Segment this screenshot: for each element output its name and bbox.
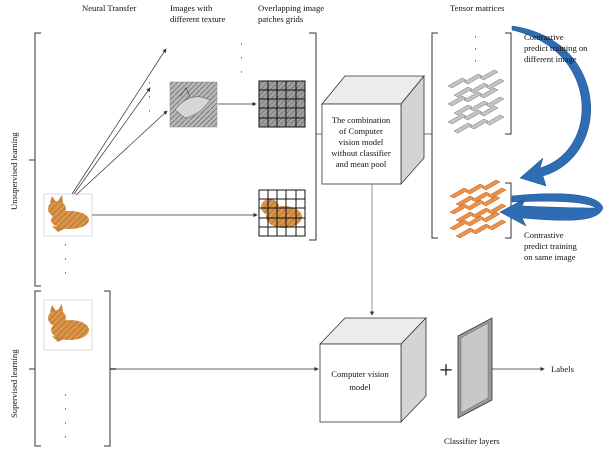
dots-neural-2: · <box>148 92 151 102</box>
header-texture-line1: Images with <box>170 3 213 13</box>
dots-tensor-3: · <box>474 56 477 66</box>
blue-arrow-curve <box>511 25 591 187</box>
contrastive-different-line1: Contrastive <box>524 32 564 42</box>
cube-computer-vision-model <box>319 317 427 423</box>
tensor-segment <box>449 203 469 215</box>
dots-neural-1: · <box>148 78 151 88</box>
tensor-segment <box>465 183 485 195</box>
tensor-segment <box>481 195 501 207</box>
classifier-layer <box>457 317 493 419</box>
tensor-segment <box>465 215 485 227</box>
tensor-segment <box>455 227 475 239</box>
tensor-segment <box>479 69 499 81</box>
cube-top-line5: and mean pool <box>336 159 387 169</box>
cube-top-line1: The combination <box>332 115 391 125</box>
dots-grid-1: · <box>240 39 243 49</box>
tensor-segment <box>455 211 475 223</box>
tensor-segment <box>463 91 483 103</box>
tensor-segment <box>471 223 491 235</box>
contrastive-same-line3: on same image <box>524 252 576 262</box>
tensor-segment <box>471 191 491 203</box>
arrow-cat-to-mid <box>73 87 151 195</box>
tensor-segment <box>479 105 499 117</box>
tensor-segment <box>455 195 475 207</box>
cube-top-line3: vision model <box>339 137 384 147</box>
tensor-segment <box>487 187 507 199</box>
contrastive-different-line3: different image <box>524 54 577 64</box>
tensor-segment <box>447 77 467 89</box>
tensor-segment <box>453 122 473 134</box>
tensor-segment <box>485 114 505 126</box>
contrastive-different-line2: predict training on <box>524 43 588 53</box>
gray-tensor-stack <box>447 69 505 134</box>
tensor-segment <box>447 95 467 107</box>
patch-grid-cat <box>258 189 306 237</box>
bracket-unsupervised <box>34 32 41 287</box>
bracket-gray-tensor <box>505 32 512 135</box>
cube-top-line4: without classifier <box>331 148 391 158</box>
tensor-segment <box>471 207 491 219</box>
contrastive-same-line1: Contrastive <box>524 230 564 240</box>
header-texture-line2: different texture <box>170 14 226 24</box>
bracket-supervised-right <box>104 290 111 447</box>
header-neural-transfer: Neural Transfer <box>82 3 136 13</box>
dots-below-cat-2: · <box>64 254 67 264</box>
dots-grid-2: · <box>240 53 243 63</box>
tensor-segment <box>449 187 469 199</box>
bracket-grids <box>309 32 317 241</box>
classifier-label: Classifier layers <box>444 436 500 446</box>
tensor-segment <box>453 86 473 98</box>
tensor-segment <box>485 78 505 90</box>
plus-sign: + <box>439 358 453 384</box>
arrow-cat-to-texture <box>75 110 168 196</box>
tensor-segment <box>463 109 483 121</box>
tensor-segment <box>485 96 505 108</box>
tensor-segment <box>463 73 483 85</box>
side-label-supervised: Supervised learning <box>9 349 19 418</box>
tensor-segment <box>469 100 489 112</box>
cube-combination <box>321 74 425 186</box>
dots-neural-3: · <box>148 106 151 116</box>
patch-grid-texture <box>258 80 306 128</box>
dots-tensor-1: · <box>474 32 477 42</box>
header-patches-line1: Overlapping image <box>258 3 324 13</box>
header-tensor: Tensor matrices <box>450 3 505 13</box>
tensor-segment <box>479 87 499 99</box>
tensor-segment <box>469 82 489 94</box>
dots-supervised-4: · <box>64 432 67 442</box>
tensor-segment <box>449 219 469 231</box>
contrastive-same-line2: predict training <box>524 241 577 251</box>
tensor-segment <box>447 113 467 125</box>
tensor-segment <box>487 203 507 215</box>
tensor-segment <box>481 179 501 191</box>
tensor-segment <box>487 219 507 231</box>
texture-image <box>169 81 218 128</box>
cube-bottom-line1: Computer vision <box>331 369 389 379</box>
dots-supervised-3: · <box>64 418 67 428</box>
dots-grid-3: · <box>240 67 243 77</box>
tensor-segment <box>481 211 501 223</box>
bracket-supervised <box>34 290 41 447</box>
dots-below-cat-3: · <box>64 268 67 278</box>
dots-supervised-1: · <box>64 390 67 400</box>
side-label-unsupervised: Unsupervised learning <box>9 132 19 210</box>
bracket-tensor <box>431 32 438 239</box>
cat-image-unsupervised <box>43 193 93 237</box>
blue-arrow-same <box>499 193 603 227</box>
tensor-segment <box>453 104 473 116</box>
header-patches-line2: patches grids <box>258 14 304 24</box>
dots-tensor-2: · <box>474 44 477 54</box>
dots-supervised-2: · <box>64 404 67 414</box>
cube-top-line2: of Computer <box>339 126 383 136</box>
dots-below-cat: · <box>64 240 67 250</box>
tensor-segment <box>469 118 489 130</box>
orange-tensor-stack <box>449 179 507 239</box>
output-labels: Labels <box>551 364 575 374</box>
cube-bottom-line2: model <box>349 382 371 392</box>
tensor-segment <box>465 199 485 211</box>
arrow-cat-to-top <box>71 48 167 195</box>
cat-image-supervised <box>43 299 93 351</box>
